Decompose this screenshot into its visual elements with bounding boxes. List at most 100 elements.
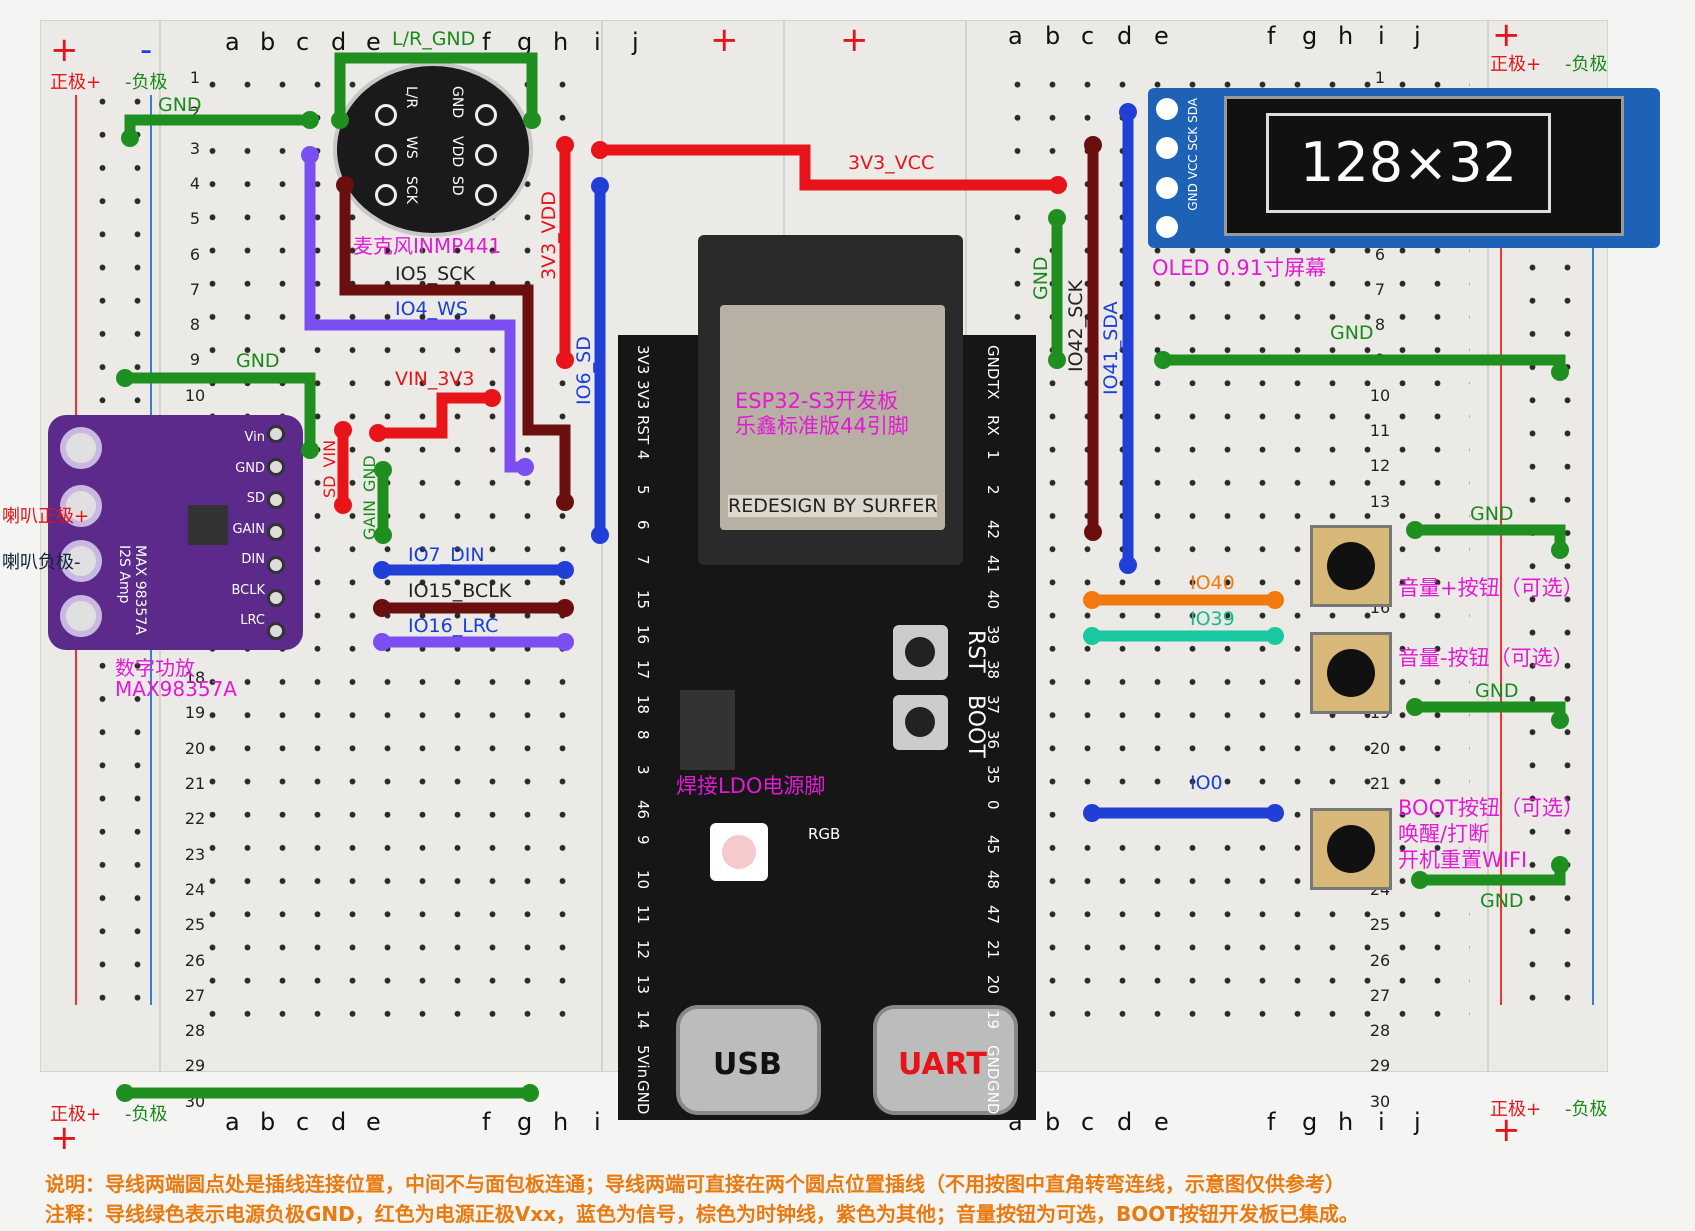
- rail-plus-label-br: 正极+: [1490, 1099, 1542, 1120]
- plus-sign: +: [50, 1118, 79, 1158]
- row-number: 28: [184, 1021, 206, 1041]
- label-io16-lrc: IO16_LRC: [408, 615, 499, 637]
- col-e: e: [366, 28, 381, 56]
- col-h: h: [1338, 1108, 1354, 1136]
- wire-btn-gnd1: [1415, 524, 1566, 550]
- label-vol-up: 音量+按钮（可选）: [1398, 576, 1584, 600]
- mic-label: 麦克风INMP441: [353, 234, 502, 258]
- col-e: e: [1154, 1108, 1169, 1136]
- usb-port: [676, 1005, 821, 1115]
- row-number: 30: [1369, 1091, 1391, 1111]
- volume-down-button[interactable]: [1310, 632, 1392, 714]
- speaker-minus-label: 喇叭负极-: [2, 552, 81, 573]
- wire-btn-gnd2: [1415, 701, 1566, 720]
- row-number: 21: [1369, 774, 1391, 793]
- rail-plus-label-tr: 正极+: [1490, 54, 1542, 75]
- col-b: b: [260, 1108, 276, 1136]
- mic-pin-lr: L/R: [403, 86, 419, 109]
- row-number: 27: [184, 985, 206, 1005]
- plus-sign: +: [710, 20, 739, 60]
- col-a: a: [225, 1108, 240, 1136]
- oled-screen-text: 128×32: [1266, 113, 1551, 213]
- row-number: 23: [184, 844, 206, 864]
- col-b: b: [1045, 1108, 1061, 1136]
- rst-label: RST: [963, 630, 988, 673]
- col-b: b: [260, 28, 276, 56]
- col-g: g: [1302, 22, 1318, 50]
- plus-sign: +: [1492, 15, 1521, 55]
- wire-lr-gnd: [334, 52, 538, 120]
- rgb-label: RGB: [808, 825, 841, 843]
- amp-label: MAX98357A: [115, 677, 237, 701]
- row-number: 9: [189, 350, 201, 370]
- row-number: 29: [184, 1056, 206, 1076]
- wire-3v3-vcc: [600, 144, 1058, 191]
- row-number: 2: [189, 103, 201, 123]
- boot-external-button[interactable]: [1310, 808, 1392, 890]
- label-io40: IO40: [1190, 572, 1235, 594]
- rst-button[interactable]: [893, 625, 948, 680]
- col-b: b: [1045, 22, 1061, 50]
- col-c: c: [296, 28, 310, 56]
- col-g: g: [517, 1108, 533, 1136]
- col-c: c: [1081, 22, 1095, 50]
- row-number: 3: [189, 138, 201, 158]
- row-number: 6: [189, 244, 201, 264]
- row-number: 25: [1369, 915, 1391, 935]
- row-number: 11: [1369, 421, 1391, 440]
- col-i: i: [1378, 1108, 1385, 1136]
- amp-label-cn: 数字功放: [115, 656, 195, 680]
- row-number: 28: [1369, 1021, 1391, 1041]
- label-io0: IO0: [1190, 772, 1223, 794]
- row-number: 10: [1369, 385, 1391, 405]
- rail-minus-label-tr: -负极: [1565, 54, 1608, 75]
- label-boot1: BOOT按钮（可选）: [1398, 796, 1584, 820]
- col-g: g: [1302, 1108, 1318, 1136]
- label-io42-sck: IO42_SCK: [1065, 279, 1087, 372]
- col-f: f: [1267, 22, 1276, 50]
- boot-button[interactable]: [893, 695, 948, 750]
- row-number: 8: [1374, 315, 1386, 335]
- mic-pin-sd: SD: [449, 176, 465, 196]
- mic-pin-ws: WS: [403, 136, 419, 159]
- label-3v3-vdd: 3V3_VDD: [538, 191, 560, 280]
- esp-subtitle: 乐鑫标准版44引脚: [735, 414, 909, 438]
- col-d: d: [1117, 22, 1133, 50]
- row-number: 1: [1374, 68, 1386, 87]
- row-number: 12: [1369, 456, 1391, 476]
- wire-vin: [378, 392, 492, 439]
- label-amp-gnd: GND: [236, 350, 280, 372]
- oled-label: OLED 0.91寸屏幕: [1152, 256, 1327, 280]
- label-io15-bclk: IO15_BCLK: [408, 580, 512, 602]
- label-gain-gnd: GAIN_GND: [360, 455, 379, 540]
- oled-module: 128×32 GND VCC SCK SDA: [1148, 88, 1660, 248]
- col-a: a: [225, 28, 240, 56]
- label-sd-vin: SD_VIN: [320, 439, 339, 498]
- row-number: 20: [1369, 738, 1391, 758]
- col-a: a: [1008, 22, 1023, 50]
- speaker-plus-label: 喇叭正极+: [2, 506, 90, 527]
- plus-sign: +: [840, 20, 869, 60]
- right-rail-plus-line: [1500, 95, 1502, 1005]
- row-number: 26: [184, 950, 206, 970]
- label-boot2: 唤醒/打断: [1398, 822, 1490, 846]
- wire-endpoints: [116, 103, 1569, 1102]
- volume-up-button[interactable]: [1310, 525, 1392, 607]
- row-number: 24: [184, 879, 206, 899]
- row-number: 4: [189, 173, 201, 193]
- row-number: 29: [1369, 1056, 1391, 1076]
- col-h: h: [553, 1108, 569, 1136]
- col-c: c: [296, 1108, 310, 1136]
- rail-minus-label-br: -负极: [1565, 1099, 1608, 1120]
- wire-io4-ws: [304, 155, 525, 473]
- col-j: j: [1414, 1108, 1421, 1136]
- label-oled-gnd: GND: [1030, 256, 1052, 300]
- uart-port: [873, 1005, 1018, 1115]
- uart-label: UART: [898, 1047, 987, 1082]
- col-f: f: [482, 1108, 491, 1136]
- row-number: 13: [1369, 491, 1391, 511]
- label-io7-din: IO7_DIN: [408, 544, 485, 566]
- col-d: d: [1117, 1108, 1133, 1136]
- label-btn-gnd1: GND: [1470, 503, 1514, 525]
- label-btn-gnd2: GND: [1475, 680, 1519, 702]
